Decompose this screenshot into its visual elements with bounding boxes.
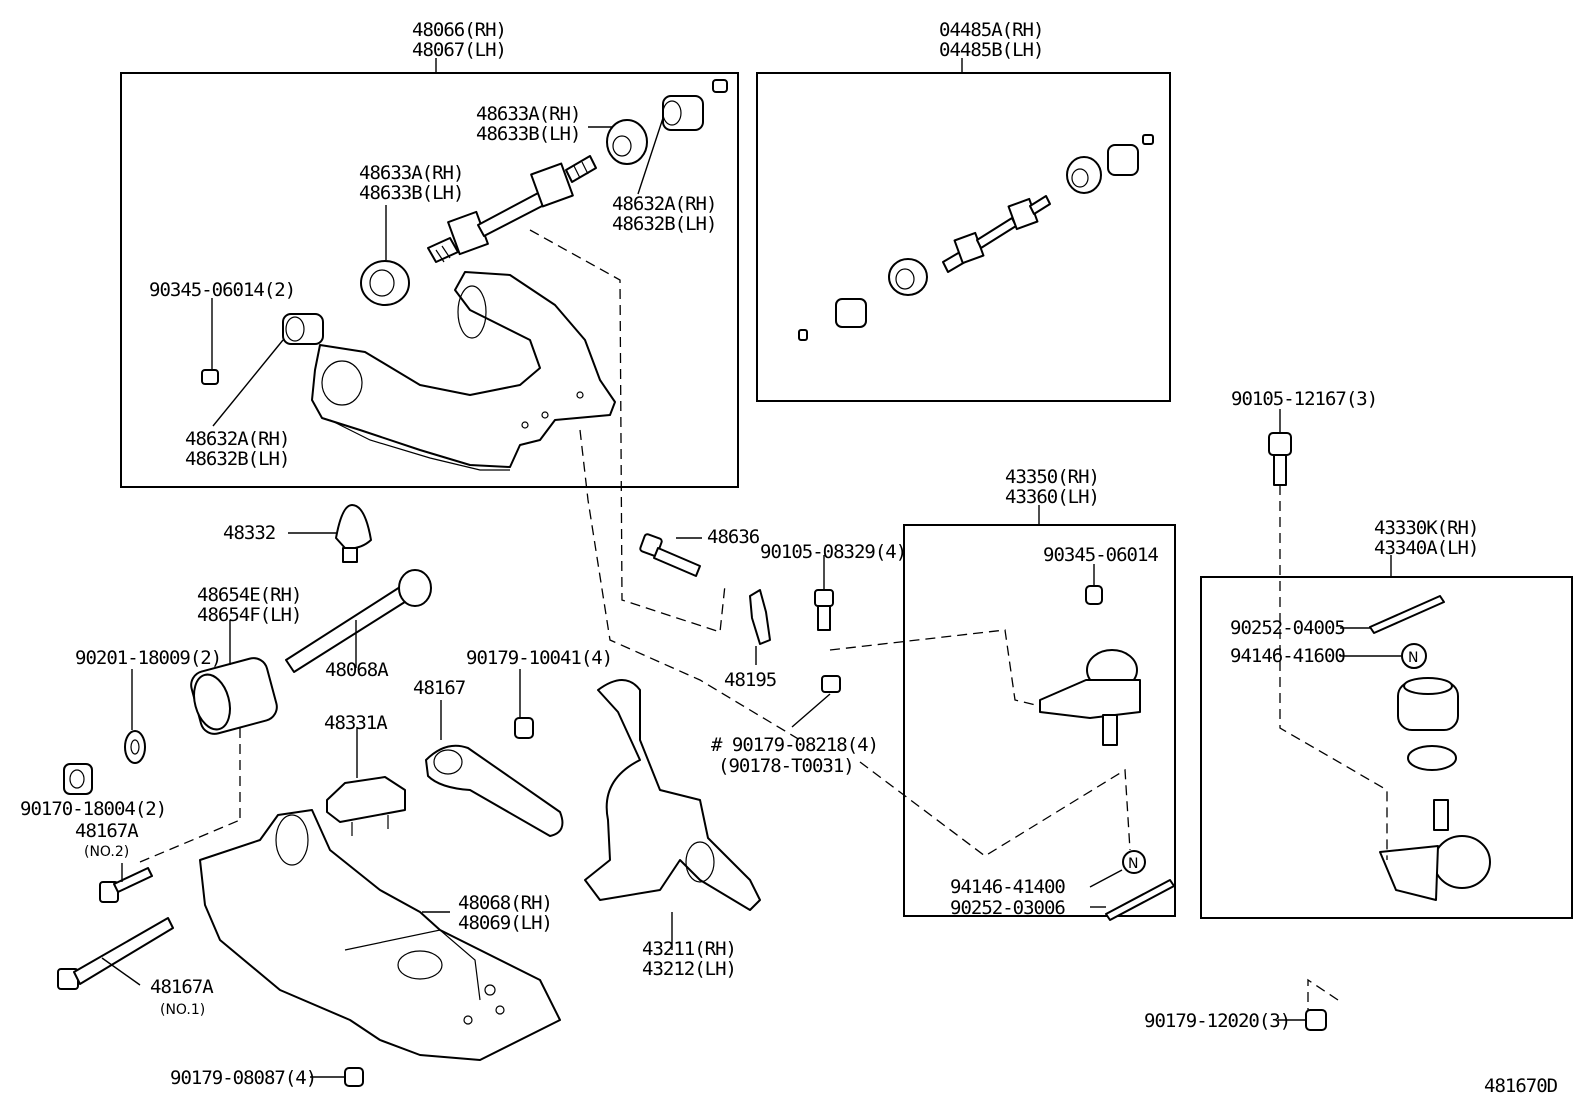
- washer-90201: [124, 730, 146, 764]
- callout-nut-90179-08218: # 90179-08218(4): [711, 734, 878, 756]
- callout-washer-90201: 90201-18009(2): [75, 647, 221, 669]
- callout-bolt-90345: 90345-06014(2): [149, 279, 295, 301]
- callout-no1: (NO.1): [160, 1002, 205, 1018]
- n-mark-1: N: [1128, 856, 1138, 872]
- callout-pin-90252-03006: 90252-03006: [950, 897, 1065, 919]
- callout-bushing-right-a: 48632A(RH): [612, 193, 716, 215]
- plate-48195: [749, 589, 771, 645]
- callout-nut-94146-41600: 94146-41600: [1230, 645, 1345, 667]
- callout-bushing-top-a: 48633A(RH): [476, 103, 580, 125]
- callout-bushing-kit-rh: 04485A(RH): [939, 19, 1043, 41]
- nut-90179-12020: [1305, 1009, 1327, 1031]
- cotter-pin-90252-04005: [1369, 595, 1445, 634]
- bolt-48167a-no2: [99, 867, 153, 903]
- lower-control-arm: [199, 809, 561, 1061]
- bushing-48632-left: [282, 313, 324, 345]
- callout-bushing-48654-lh: 48654F(LH): [197, 604, 301, 626]
- callout-nut-90179-10041: 90179-10041(4): [466, 647, 612, 669]
- bolt-48068a: [285, 569, 432, 673]
- lower-ball-joint-box: [1200, 576, 1573, 919]
- callout-bolt-90105-08329: 90105-08329(4): [760, 541, 906, 563]
- callout-lower-ball-rh: 43330K(RH): [1374, 517, 1478, 539]
- cotter-pin-90252-03006: [1105, 879, 1175, 921]
- callout-nut-94146-41400: 94146-41400: [950, 876, 1065, 898]
- callout-nut-90179-08087: 90179-08087(4): [170, 1067, 316, 1089]
- plug-90345: [1085, 585, 1103, 605]
- nut-90179-08218: [821, 675, 841, 693]
- callout-nut-90170: 90170-18004(2): [20, 798, 166, 820]
- bushing-kit-parts: [798, 134, 1154, 341]
- callout-plug-90345: 90345-06014: [1043, 544, 1158, 566]
- bolt-90105-08329: [814, 589, 834, 631]
- callout-upper-ball-lh: 43360(LH): [1005, 486, 1099, 508]
- callout-upper-arm-rh: 48066(RH): [412, 19, 506, 41]
- lower-ball-joint: [1379, 799, 1491, 901]
- callout-knuckle-lh: 43212(LH): [642, 958, 736, 980]
- bumper-48331a: [326, 776, 406, 836]
- callout-bushing-top-b: 48633B(LH): [476, 123, 580, 145]
- dust-boot: [1397, 677, 1459, 731]
- callout-bushing-48654-rh: 48654E(RH): [197, 584, 301, 606]
- callout-upper-arm-lh: 48067(LH): [412, 39, 506, 61]
- callout-bolt-90105-12167: 90105-12167(3): [1231, 388, 1377, 410]
- n-mark-2: N: [1408, 650, 1418, 666]
- callout-bushing-kit-lh: 04485B(LH): [939, 39, 1043, 61]
- nut-90179-08087: [344, 1067, 364, 1087]
- ring: [1407, 745, 1457, 771]
- diagram-id: 481670D: [1484, 1075, 1558, 1097]
- nut-90170: [63, 763, 93, 795]
- upper-ball-joint: [1039, 649, 1141, 746]
- callout-bushing-left-a: 48632A(RH): [185, 428, 289, 450]
- callout-upper-ball-rh: 43350(RH): [1005, 466, 1099, 488]
- nut-90179-10041: [514, 717, 534, 739]
- bolt-48167a-no1: [57, 917, 174, 990]
- callout-lower-arm-lh: 48069(LH): [458, 912, 552, 934]
- arm-48167: [425, 744, 564, 837]
- callout-bolt-48636: 48636: [707, 526, 760, 548]
- callout-bolt-48167a-no2: 48167A: [75, 820, 139, 842]
- callout-bumper-48332: 48332: [223, 522, 275, 544]
- steering-knuckle: [584, 679, 761, 911]
- upper-arm-shaft: [427, 155, 597, 263]
- callout-bushing-left-b: 48632B(LH): [185, 448, 289, 470]
- bumper-48332: [335, 504, 372, 563]
- bushing-48632-right: [662, 95, 704, 131]
- callout-nut-90178: (90178-T0031): [718, 755, 854, 777]
- bushing-kit-box: [756, 72, 1171, 402]
- callout-bumper-48331a: 48331A: [324, 712, 388, 734]
- callout-bushing-mid-a: 48633A(RH): [359, 162, 463, 184]
- callout-pin-90252-04005: 90252-04005: [1230, 617, 1345, 639]
- upper-control-arm: [311, 271, 616, 471]
- callout-nut-90179-12020: 90179-12020(3): [1144, 1010, 1290, 1032]
- bushing-48654: [190, 657, 278, 735]
- callout-bolt-48167a-no1: 48167A: [150, 976, 214, 998]
- castle-nut-94146-41400: N: [1122, 850, 1146, 874]
- bushing-48633-top: [606, 119, 648, 165]
- bolt-90105-12167: [1268, 432, 1292, 486]
- callout-knuckle-rh: 43211(RH): [642, 938, 736, 960]
- callout-plate-48195: 48195: [724, 669, 776, 691]
- bolt-48636: [639, 533, 701, 577]
- callout-bolt-48068a: 48068A: [325, 659, 389, 681]
- callout-lower-arm-rh: 48068(RH): [458, 892, 552, 914]
- bolt-small-top: [712, 79, 728, 93]
- callout-no2: (NO.2): [84, 844, 129, 860]
- castle-nut-94146-41600: N: [1401, 643, 1427, 669]
- upper-arm-box: [120, 72, 739, 488]
- bushing-48633-mid: [360, 260, 410, 306]
- callout-arm-48167: 48167: [413, 677, 466, 699]
- bolt-90345-left: [201, 369, 219, 385]
- callout-bushing-mid-b: 48633B(LH): [359, 182, 463, 204]
- callout-bushing-right-b: 48632B(LH): [612, 213, 716, 235]
- callout-lower-ball-lh: 43340A(LH): [1374, 537, 1478, 559]
